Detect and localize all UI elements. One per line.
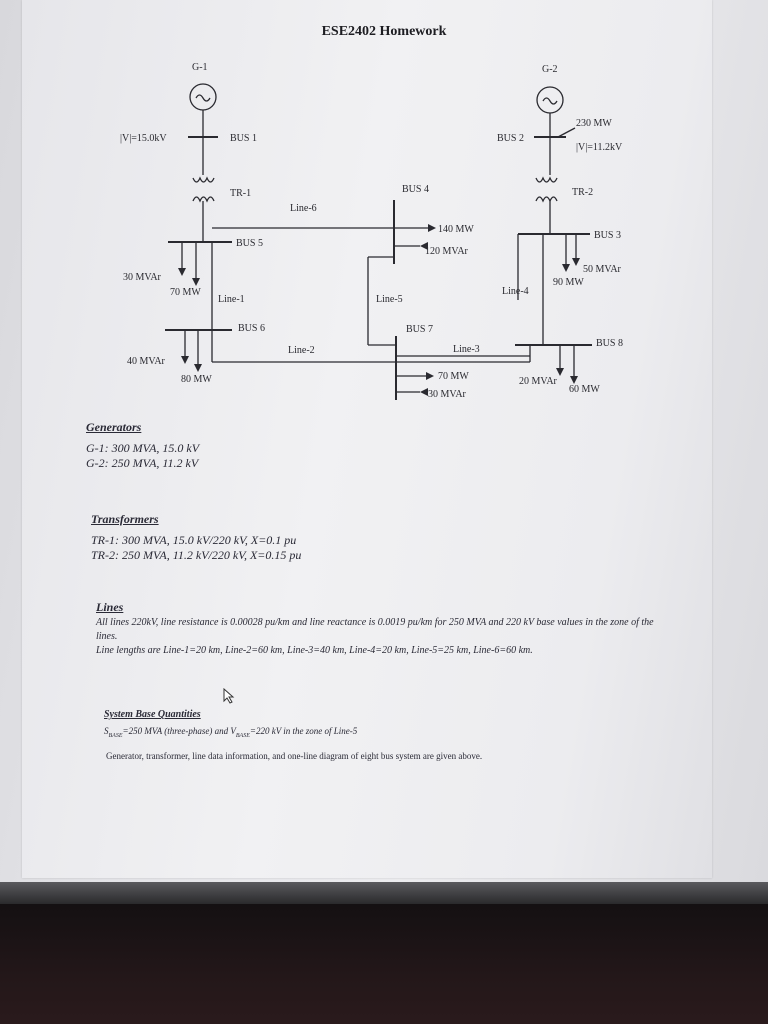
system-base-heading: System Base Quantities [104,709,201,720]
bus-7-label: BUS 7 [406,324,433,335]
generator-1-label: G-1 [192,62,208,73]
bus-5-label: BUS 5 [236,238,263,249]
bus-3-label: BUS 3 [594,230,621,241]
bus-8-mw-label: 60 MW [569,384,600,395]
lines-parameters: All lines 220kV, line resistance is 0.00… [96,617,654,642]
system-base-section: System Base Quantities SBASE=250 MVA (th… [104,708,664,743]
monitor-bezel [0,882,768,904]
transformer-2-spec: TR-2: 250 MVA, 11.2 kV/220 kV, X=0.15 pu [91,548,302,562]
bus-4-mvar-label: 120 MVAr [425,246,469,257]
bus-3-mw-label: 90 MW [553,277,584,288]
generator-1-spec: G-1: 300 MVA, 15.0 kV [86,441,200,455]
lines-heading: Lines [96,600,124,614]
lines-lengths: Line lengths are Line-1=20 km, Line-2=60… [96,645,533,656]
lines-section: Lines All lines 220kV, line resistance i… [96,600,656,658]
line-2-label: Line-2 [288,345,315,356]
bus-8-mvar-label: 20 MVAr [519,376,558,387]
system-base-end: =220 kV in the zone of Line-5 [249,726,358,736]
bus-3-mvar-label: 50 MVAr [583,264,622,275]
generator-2-label: G-2 [542,64,558,75]
transformers-section: Transformers TR-1: 300 MVA, 15.0 kV/220 … [91,512,301,563]
desk-background [0,904,768,1024]
s-symbol: S [104,726,109,736]
s-base-subscript: BASE [108,732,123,739]
bus-6-mw-label: 80 MW [181,374,212,385]
transformer-2-symbol [535,176,558,203]
generator-2-voltage: |V|=11.2kV [576,142,623,153]
closing-note: Generator, transformer, line data inform… [106,751,483,761]
transformer-1-spec: TR-1: 300 MVA, 15.0 kV/220 kV, X=0.1 pu [91,533,297,547]
generators-heading: Generators [86,420,142,434]
bus-6-mvar-label: 40 MVAr [127,356,166,367]
transformer-1-symbol [192,176,215,203]
mouse-cursor-icon [223,688,235,704]
transformers-heading: Transformers [91,512,159,526]
one-line-diagram: G-1 |V|=15.0kV BUS 1 TR-1 Line-6 BUS 5 3… [120,62,623,400]
bus-1-label: BUS 1 [230,133,257,144]
generator-1-voltage: |V|=15.0kV [120,133,167,144]
system-base-values: SBASE=250 MVA (three-phase) and VBASE=22… [104,725,664,743]
bus-5-mw-label: 70 MW [170,287,201,298]
line-1-label: Line-1 [218,294,245,305]
transformer-2-label: TR-2 [572,187,593,198]
system-base-mid: =250 MVA (three-phase) and V [122,726,236,736]
v-base-subscript: BASE [235,732,250,739]
bus-4-label: BUS 4 [402,184,429,195]
bus-6-label: BUS 6 [238,323,265,334]
screen [0,0,768,882]
generator-2-power: 230 MW [576,118,612,129]
line-5-label: Line-5 [376,294,403,305]
generators-section: Generators G-1: 300 MVA, 15.0 kV G-2: 25… [86,420,199,471]
generator-2-spec: G-2: 250 MVA, 11.2 kV [86,456,199,470]
bus-8-label: BUS 8 [596,338,623,349]
document-page [22,0,712,878]
document-title: ESE2402 Homework [321,24,447,39]
bus-5-mvar-label: 30 MVAr [123,272,162,283]
bus-4-mw-label: 140 MW [438,224,474,235]
bus-2-label: BUS 2 [497,133,524,144]
line-3-label: Line-3 [453,344,480,355]
line-6-label: Line-6 [290,203,317,214]
line-4-label: Line-4 [502,286,529,297]
bus-7-mvar-label: 30 MVAr [428,389,467,400]
transformer-1-label: TR-1 [230,188,251,199]
bus-7-mw-label: 70 MW [438,371,469,382]
